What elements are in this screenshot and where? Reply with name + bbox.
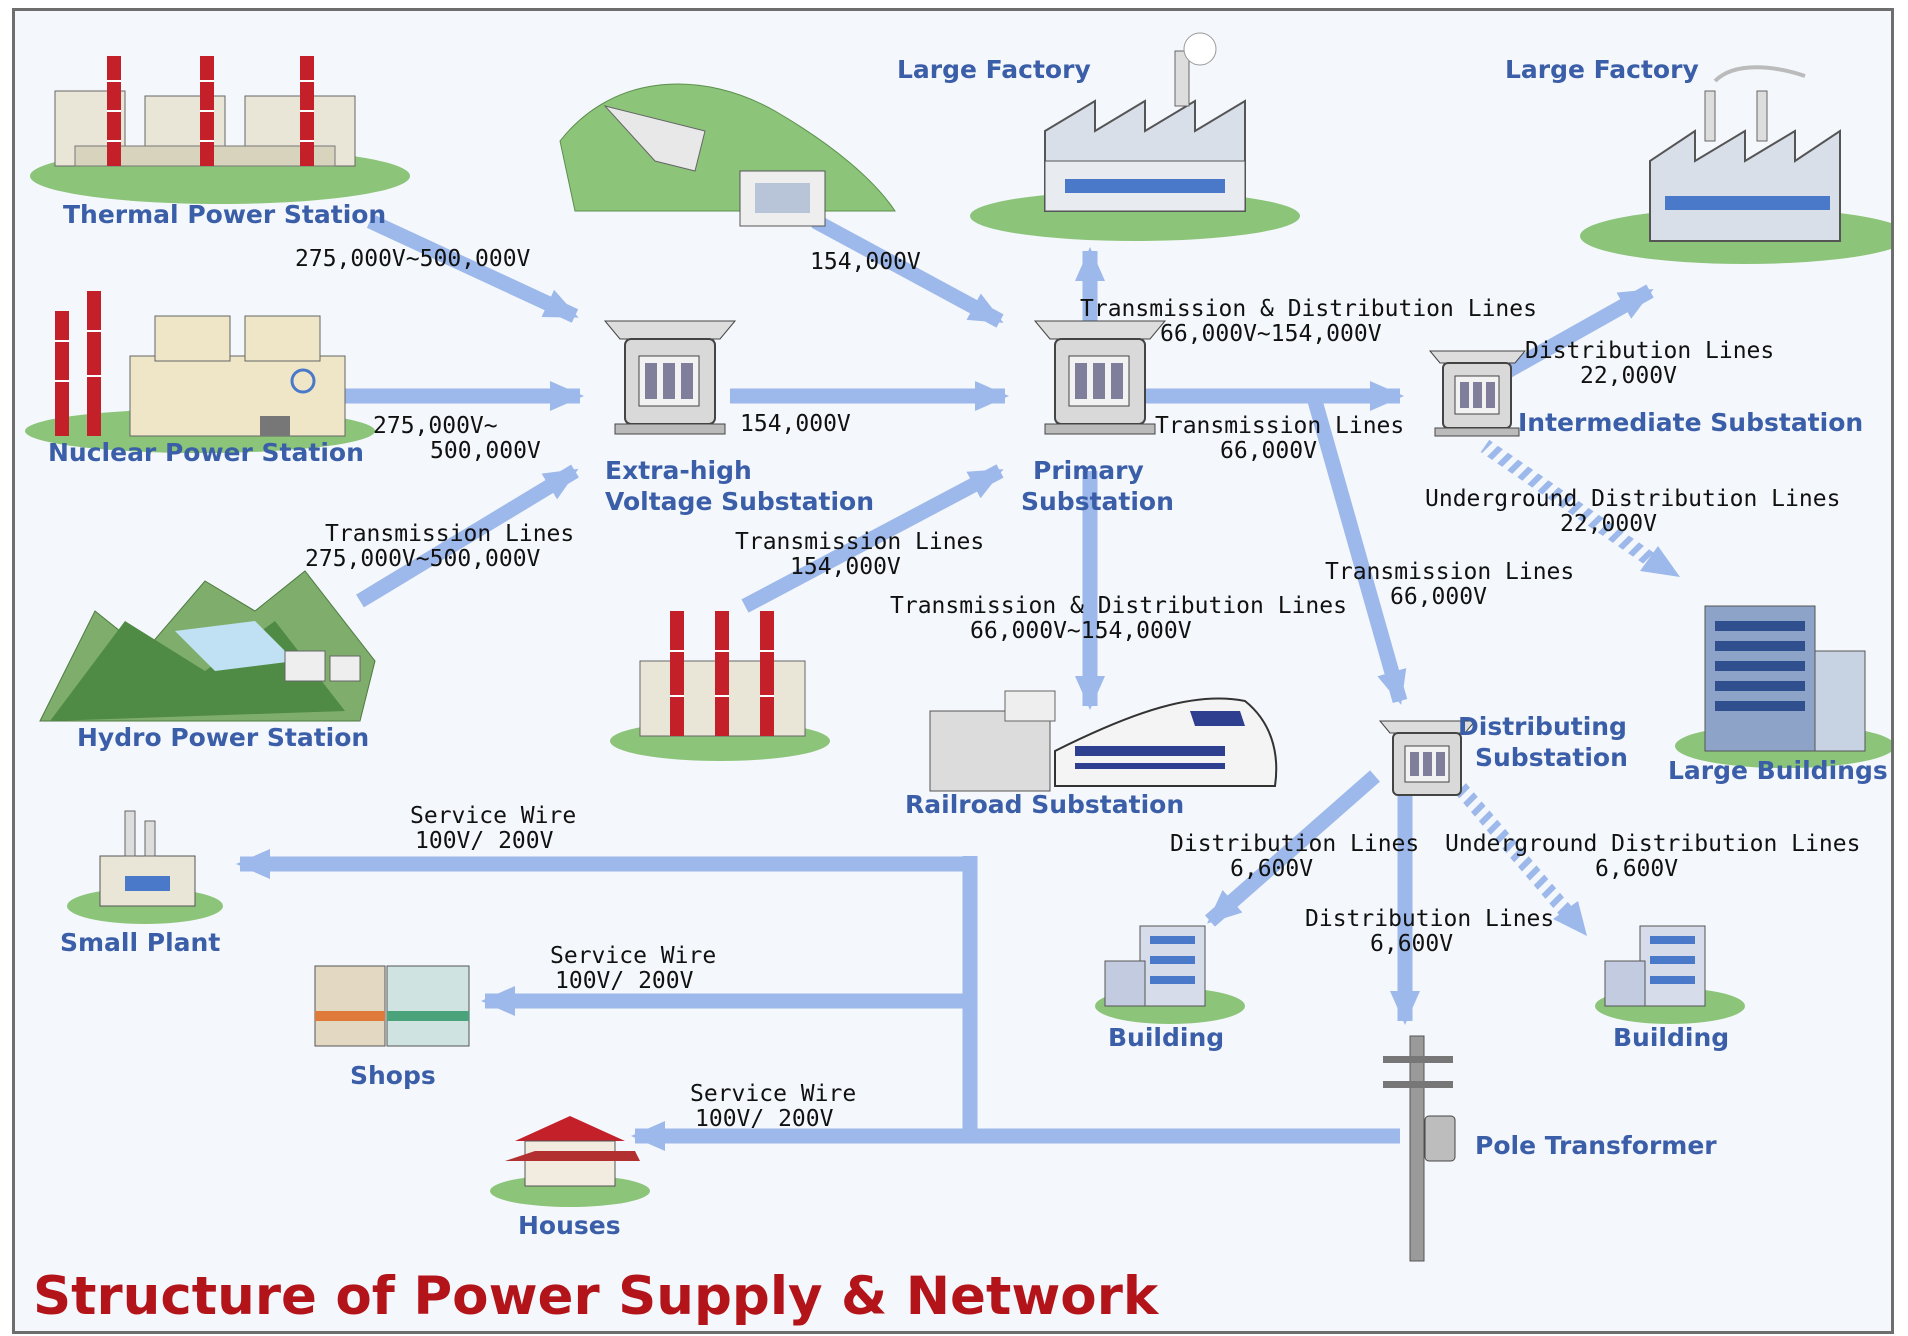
arrow-thermalplant-to-primary bbox=[741, 464, 1004, 613]
diagram-title: Structure of Power Supply & Network bbox=[33, 1266, 1160, 1327]
line-tl-inter-2: 66,000V bbox=[1220, 438, 1317, 464]
arrow-intermediate-to-factory bbox=[1486, 284, 1654, 388]
label-building-2: Building bbox=[1613, 1023, 1729, 1052]
service-wire-2-label: Service Wire bbox=[550, 943, 716, 969]
arrowhead-underground-2 bbox=[1553, 901, 1587, 936]
label-large-factory-2: Large Factory bbox=[1505, 55, 1699, 84]
label-primary-1: Primary bbox=[1033, 456, 1144, 485]
line-td-rail-2: 66,000V~154,000V bbox=[970, 618, 1192, 644]
label-large-buildings: Large Buildings bbox=[1668, 756, 1888, 785]
hydro-power-station-icon bbox=[39, 570, 376, 722]
line-labels: 275,000V~500,000V 275,000V~ 500,000V Tra… bbox=[295, 246, 1860, 1132]
line-tplant-1: Transmission Lines bbox=[735, 529, 984, 555]
arrow-distributing-to-building1 bbox=[1205, 770, 1380, 927]
primary-substation-icon bbox=[1033, 320, 1167, 435]
label-houses: Houses bbox=[518, 1211, 621, 1240]
service-wire-3-voltage: 100V/ 200V bbox=[695, 1106, 834, 1132]
label-intermediate: Intermediate Substation bbox=[1518, 408, 1863, 437]
shops-icon bbox=[314, 965, 470, 1047]
label-nuclear: Nuclear Power Station bbox=[48, 438, 364, 467]
line-tl-inter-1: Transmission Lines bbox=[1155, 413, 1404, 439]
voltage-thermal: 275,000V~500,000V bbox=[295, 246, 531, 272]
label-distributing-2: Substation bbox=[1475, 743, 1628, 772]
arrow-underground-building2 bbox=[1444, 771, 1576, 921]
service-wire-1-voltage: 100V/ 200V bbox=[415, 828, 554, 854]
line-ug22-1: Underground Distribution Lines bbox=[1425, 486, 1840, 512]
line-dist22-2: 22,000V bbox=[1580, 363, 1677, 389]
label-building-1: Building bbox=[1108, 1023, 1224, 1052]
label-large-factory-1: Large Factory bbox=[897, 55, 1091, 84]
large-factory-icon-1 bbox=[970, 32, 1300, 241]
distributing-substation-icon bbox=[1378, 720, 1477, 796]
label-primary-2: Substation bbox=[1021, 487, 1174, 516]
line-td-up-2: 66,000V~154,000V bbox=[1160, 321, 1382, 347]
voltage-nuclear-2: 500,000V bbox=[430, 438, 541, 464]
line-ug6600-2: 6,600V bbox=[1595, 856, 1678, 882]
pole-transformer-icon bbox=[1383, 1035, 1456, 1262]
line-ug6600-1: Underground Distribution Lines bbox=[1445, 831, 1860, 857]
label-hydro: Hydro Power Station bbox=[77, 723, 369, 752]
label-shops: Shops bbox=[350, 1061, 436, 1090]
houses-icon bbox=[490, 1116, 650, 1207]
service-wire-2-voltage: 100V/ 200V bbox=[555, 968, 694, 994]
building-icon-1 bbox=[1095, 925, 1245, 1024]
thermal-power-station-icon bbox=[30, 56, 410, 204]
label-extra-high-1: Extra-high bbox=[605, 456, 752, 485]
line-d6600a-2: 6,600V bbox=[1230, 856, 1313, 882]
building-icon-2 bbox=[1595, 925, 1745, 1024]
label-distributing-1: Distributing bbox=[1458, 712, 1627, 741]
arrow-underground-large-buildings bbox=[1480, 439, 1665, 573]
power-network-diagram: Thermal Power Station Nuclear Power Stat… bbox=[25, 32, 1891, 1327]
service-wire-1-label: Service Wire bbox=[410, 803, 576, 829]
voltage-nuclear-1: 275,000V~ bbox=[373, 413, 498, 439]
arrow-primary-to-distributing bbox=[1307, 398, 1408, 705]
line-d6600b-1: Distribution Lines bbox=[1305, 906, 1554, 932]
line-td-up-1: Transmission & Distribution Lines bbox=[1080, 296, 1537, 322]
service-wire-3-label: Service Wire bbox=[690, 1081, 856, 1107]
line-ug22-2: 22,000V bbox=[1560, 511, 1657, 537]
line-d6600a-1: Distribution Lines bbox=[1170, 831, 1419, 857]
line-tl-dist-1: Transmission Lines bbox=[1325, 559, 1574, 585]
underground-arrows bbox=[1444, 439, 1665, 921]
line-td-rail-1: Transmission & Distribution Lines bbox=[890, 593, 1347, 619]
large-buildings-icon bbox=[1675, 605, 1891, 768]
thermal-plant-icon-2 bbox=[610, 611, 830, 761]
flow-arrows bbox=[236, 214, 1654, 1151]
intermediate-substation-icon bbox=[1428, 350, 1527, 437]
facility-labels: Thermal Power Station Nuclear Power Stat… bbox=[48, 55, 1888, 1240]
extra-high-voltage-substation-icon bbox=[603, 320, 737, 435]
label-railroad: Railroad Substation bbox=[905, 790, 1184, 819]
railroad-substation-icon bbox=[929, 690, 1278, 792]
label-thermal: Thermal Power Station bbox=[63, 200, 386, 229]
line-tplant-2: 154,000V bbox=[790, 554, 901, 580]
voltage-ehv-primary: 154,000V bbox=[740, 411, 851, 437]
hydro-plant-hill-icon bbox=[559, 83, 896, 227]
arrow-hydroplant-to-primary bbox=[811, 214, 1004, 328]
line-tl-dist-2: 66,000V bbox=[1390, 584, 1487, 610]
line-d6600b-2: 6,600V bbox=[1370, 931, 1453, 957]
voltage-hydro-plant: 154,000V bbox=[810, 249, 921, 275]
arrowhead-underground-1 bbox=[1640, 546, 1680, 577]
line-dist22-1: Distribution Lines bbox=[1525, 338, 1774, 364]
line-hydro-1: Transmission Lines bbox=[325, 521, 574, 547]
label-pole-transformer: Pole Transformer bbox=[1475, 1131, 1717, 1160]
small-plant-icon bbox=[67, 810, 223, 924]
diagram-frame: Thermal Power Station Nuclear Power Stat… bbox=[12, 8, 1894, 1334]
label-extra-high-2: Voltage Substation bbox=[605, 487, 874, 516]
arrow-hydro-to-ehv bbox=[356, 464, 579, 608]
arrow-thermal-to-ehv bbox=[366, 214, 579, 323]
label-small-plant: Small Plant bbox=[60, 928, 220, 957]
line-hydro-2: 275,000V~500,000V bbox=[305, 546, 541, 572]
nuclear-power-station-icon bbox=[25, 291, 375, 453]
large-factory-icon-2 bbox=[1580, 65, 1891, 264]
